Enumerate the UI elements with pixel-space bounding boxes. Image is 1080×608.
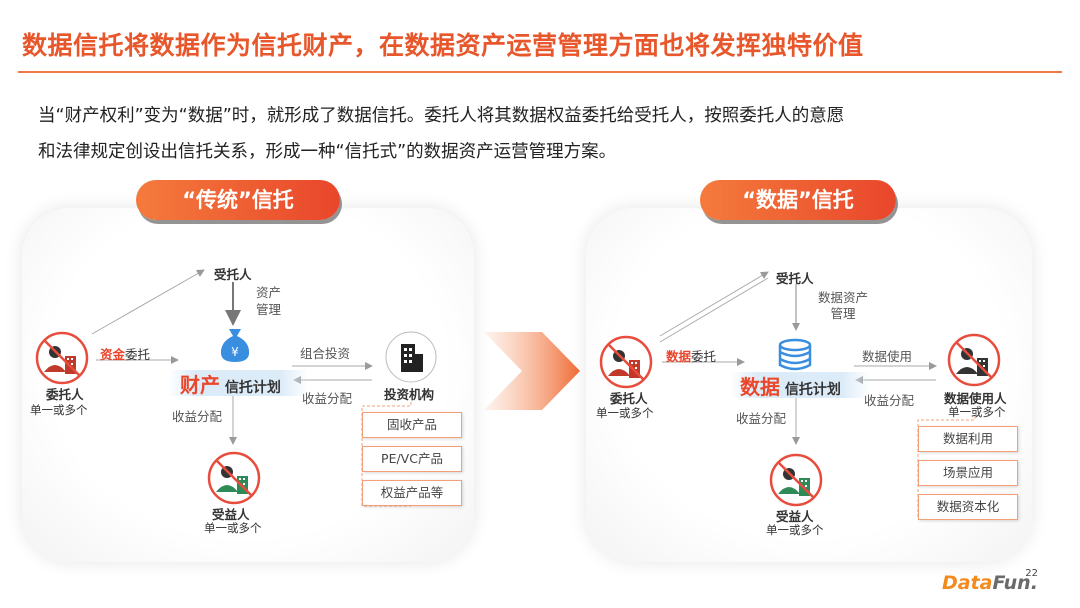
data-user-label: 数据使用人 (944, 391, 1007, 406)
data-user-icon (947, 333, 1001, 387)
database-icon (778, 338, 812, 371)
left-asset-mgmt-line2: 管理 (256, 302, 282, 317)
left-trustee-label: 受托人 (214, 267, 252, 282)
right-trustee-label: 受托人 (776, 271, 814, 286)
transition-arrow-icon (484, 332, 580, 410)
logo-part-2: Fun. (992, 572, 1038, 594)
institution-building-icon (385, 331, 437, 383)
left-entrust-key: 资金 (100, 347, 126, 362)
right-plan-band (730, 372, 870, 398)
right-product-3: 数据资本化 (918, 494, 1018, 520)
right-product-1: 数据利用 (918, 426, 1018, 452)
right-asset-mgmt-label: 数据资产 管理 (818, 290, 868, 322)
left-settlor-label: 委托人 (46, 387, 84, 402)
left-asset-mgmt-line1: 资产 (256, 285, 282, 300)
left-product-1: 固收产品 (362, 412, 462, 438)
right-entrust-rest: 委托 (691, 349, 717, 364)
left-plan-rest: 信托计划 (220, 380, 281, 396)
right-settlor-label: 委托人 (610, 391, 648, 406)
right-product-2: 场景应用 (918, 460, 1018, 486)
right-settlor-icon (599, 335, 653, 389)
left-entrust-rest: 委托 (125, 347, 151, 362)
left-invest-label: 组合投资 (300, 346, 351, 361)
traditional-trust-header: “传统”信托 (136, 180, 340, 220)
right-asset-mgmt-line1: 数据资产 (818, 290, 869, 305)
right-return-label: 收益分配 (864, 393, 915, 408)
left-return-label: 收益分配 (302, 391, 353, 406)
svg-text:¥: ¥ (231, 345, 239, 359)
money-bag-icon: ¥ (220, 329, 250, 362)
left-plan-key: 财产 (180, 373, 220, 397)
left-product-3: 权益产品等 (362, 480, 462, 506)
left-product-2: PE/VC产品 (362, 446, 462, 472)
right-settlor-sub: 单一或多个 (596, 406, 654, 420)
left-plan-band (168, 370, 308, 396)
datafun-logo: DataFun. (942, 572, 1038, 594)
left-beneficiary-icon (207, 451, 261, 505)
left-beneficiary-sub: 单一或多个 (204, 521, 262, 535)
right-plan-key: 数据 (740, 375, 780, 399)
left-asset-mgmt-label: 资产 管理 (256, 284, 281, 318)
left-trust-plan: 财产 信托计划 (180, 369, 281, 398)
data-trust-header: “数据”信托 (700, 180, 896, 220)
intro-line-1: 当“财产权利”变为“数据”时，就形成了数据信托。委托人将其数据权益委托给受托人，… (38, 106, 845, 126)
left-entrust-label: 资金委托 (100, 344, 150, 363)
right-plan-rest: 信托计划 (780, 382, 841, 398)
page-number: 22 (1025, 568, 1038, 579)
page-title: 数据信托将数据作为信托财产，在数据资产运营管理方面也将发挥独特价值 (22, 31, 864, 60)
right-beneficiary-icon (769, 453, 823, 507)
right-entrust-key: 数据 (666, 349, 692, 364)
left-settlor-icon (35, 331, 89, 385)
right-beneficiary-label: 受益人 (776, 509, 814, 524)
data-user-sub: 单一或多个 (948, 405, 1006, 419)
title-divider (18, 71, 1062, 73)
right-trust-plan: 数据 信托计划 (740, 371, 841, 400)
logo-part-1: Data (942, 572, 993, 594)
institution-label: 投资机构 (384, 387, 435, 402)
right-entrust-label: 数据委托 (666, 346, 716, 365)
intro-paragraph: 当“财产权利”变为“数据”时，就形成了数据信托。委托人将其数据权益委托给受托人，… (38, 98, 1048, 170)
intro-line-2: 和法律规定创设出信托关系，形成一种“信托式”的数据资产运营管理方案。 (38, 142, 617, 162)
right-asset-mgmt-line2: 管理 (830, 306, 856, 321)
right-beneficiary-sub: 单一或多个 (766, 523, 824, 537)
left-distribute-label: 收益分配 (172, 409, 223, 424)
right-use-label: 数据使用 (862, 349, 913, 364)
left-beneficiary-label: 受益人 (212, 507, 250, 522)
left-settlor-sub: 单一或多个 (30, 403, 88, 417)
right-distribute-label: 收益分配 (736, 411, 787, 426)
